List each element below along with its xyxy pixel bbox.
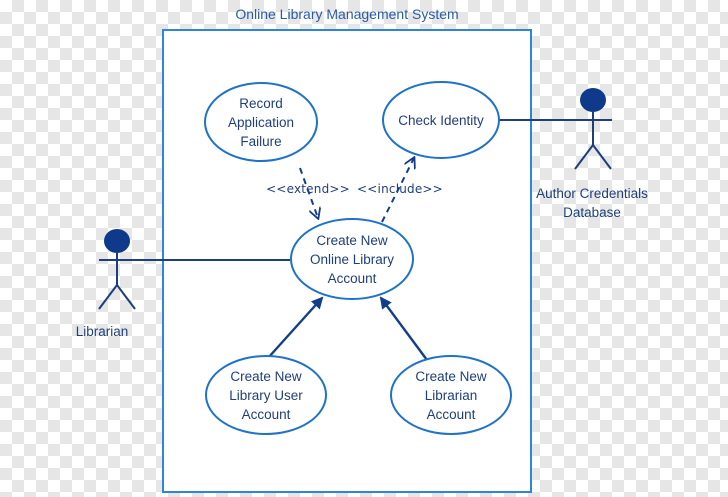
use-case-create-librarian-account-label: Create New Librarian Account — [415, 368, 487, 422]
extend-label: <<extend>> — [266, 182, 350, 196]
use-case-create-user-account — [205, 355, 327, 435]
actor-author-db-figure — [574, 88, 612, 170]
use-case-record-failure-label: Record Application Failure — [227, 95, 295, 149]
actor-author-db-label: Author Credentials Database — [536, 186, 648, 220]
actor-librarian-figure — [98, 229, 136, 310]
include-label: <<include>> — [357, 182, 443, 196]
use-case-create-online-account — [290, 218, 414, 300]
use-case-check-identity-label: Check Identity — [398, 112, 484, 128]
actor-librarian-label: Librarian — [75, 324, 129, 339]
extend-arrow — [299, 167, 318, 218]
system-title: Online Library Management System — [235, 6, 459, 22]
use-case-create-user-account-label: Create New Library User Account — [229, 368, 303, 422]
generalization-librarian-account — [379, 296, 428, 361]
generalization-user-account — [267, 296, 324, 359]
use-case-record-failure — [204, 82, 318, 162]
use-case-create-librarian-account — [390, 355, 512, 435]
include-arrow — [381, 158, 414, 223]
use-case-check-identity — [382, 81, 500, 159]
use-case-create-online-account-label: Create New Online Library Account — [309, 232, 395, 286]
